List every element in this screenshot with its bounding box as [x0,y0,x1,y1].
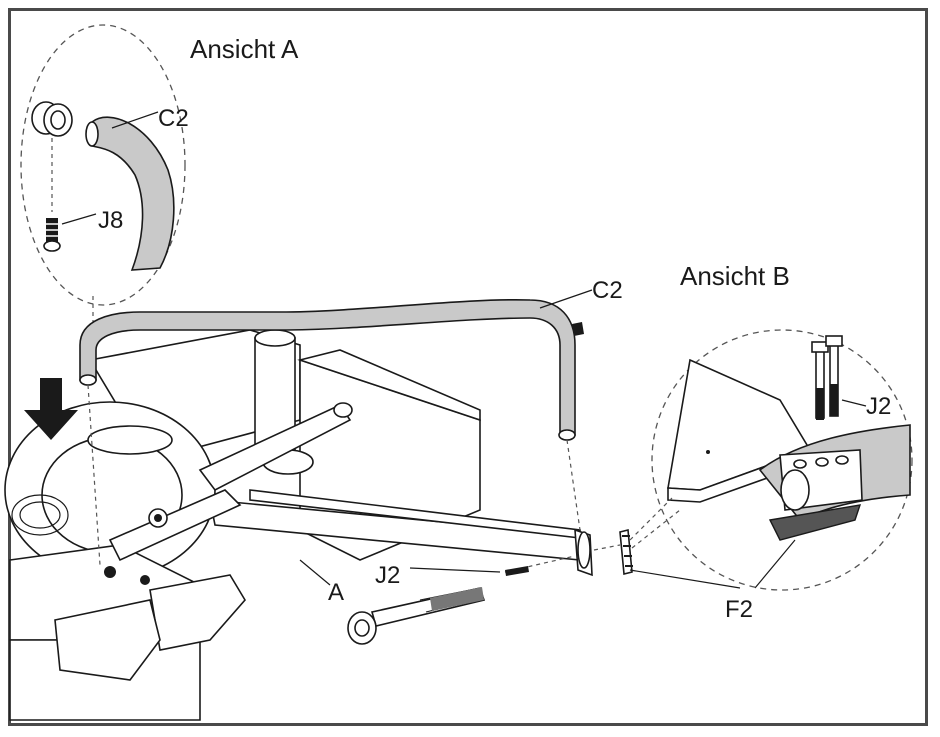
bracket-view-b [768,504,862,541]
console-plate [108,489,242,562]
handlebar-c2 [79,299,576,436]
small-bolt [505,566,529,576]
label-a: A [328,579,344,606]
detail-view-b: Ansicht B J2 [629,261,913,591]
pedal-housing [54,599,161,681]
end-cap-part [31,101,73,137]
label-j8: J8 [98,207,123,234]
tube-c2-detail [91,116,175,271]
view-b-connector-a [629,497,673,541]
view-a-title: Ansicht A [190,34,299,64]
view-a-outline [20,24,186,306]
label-j2-main: J2 [375,562,400,589]
view-b-title: Ansicht B [680,261,790,291]
guide-left [87,384,101,566]
label-c2-detail: C2 [158,105,189,132]
detail-view-a: Ansicht A C2 J8 [20,24,299,322]
bracket-f2-part [619,528,633,576]
leader-j8 [61,213,97,225]
leader-c2-main [539,289,593,309]
label-j2-detail: J2 [866,393,891,420]
main-assembly: C2 J2 A F2 [4,277,796,721]
view-b-connector-b [631,509,681,549]
leader-a [299,559,331,586]
bolt-j2-main [347,587,486,645]
leader-f2-right [754,539,796,589]
guide-right [566,439,581,531]
cable-coil [11,494,69,536]
leader-f2-left [629,569,741,589]
crossbar-upper [198,403,352,492]
label-c2-main: C2 [592,277,623,304]
handlebar-clip [572,322,584,336]
view-b-outline [651,329,913,591]
label-f2: F2 [725,596,753,623]
screw-j8-part [43,218,61,252]
leader-j2-main [409,567,501,573]
down-arrow-icon [24,378,78,440]
bolts-j2-detail [811,335,843,420]
leader-j2-detail [841,399,867,407]
leader-c2-detail [111,111,159,129]
